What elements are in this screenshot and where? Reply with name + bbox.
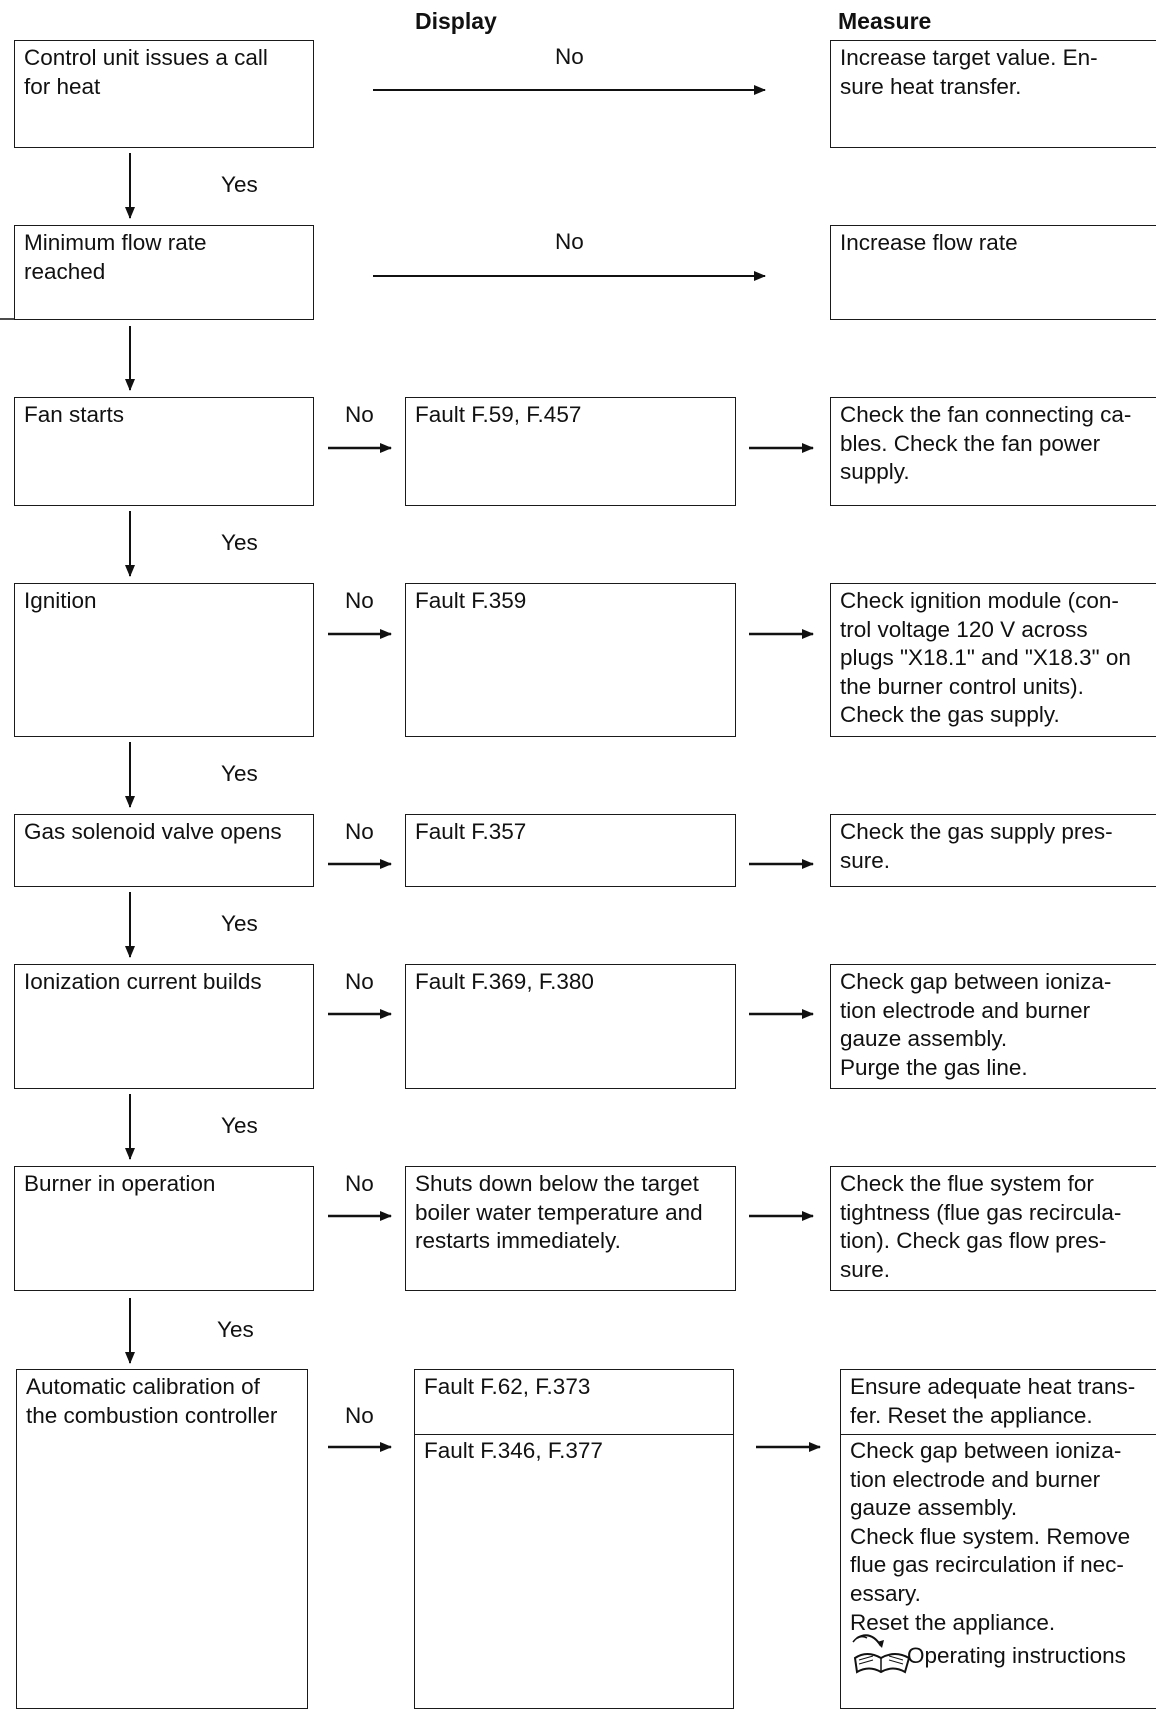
operating-instructions-reference: Operating instructions — [851, 1632, 1151, 1676]
display-ionization-current: Fault F.369, F.380 — [405, 964, 736, 1089]
step-burner-in-operation: Burner in operation — [14, 1166, 314, 1291]
measure-burner-in-operation: Check the flue system for tightness (flu… — [830, 1166, 1156, 1291]
measure-check-gap-flue: Check gap between ioniza- tion electrode… — [850, 1438, 1131, 1635]
no-label-4: No — [345, 588, 374, 613]
display-burner-in-operation: Shuts down below the target boiler water… — [405, 1166, 736, 1291]
step-ignition: Ignition — [14, 583, 314, 737]
no-label-6: No — [345, 969, 374, 994]
measure-fan-starts: Check the fan connecting ca- bles. Check… — [830, 397, 1156, 506]
measure-gas-valve-opens: Check the gas supply pres- sure. — [830, 814, 1156, 887]
yes-label-4: Yes — [221, 911, 258, 936]
open-book-icon — [852, 1634, 911, 1674]
measure-call-for-heat: Increase target value. En- sure heat tra… — [830, 40, 1156, 148]
display-column-header: Display — [415, 8, 497, 34]
no-label-1: No — [555, 44, 584, 69]
step-call-for-heat: Control unit issues a call for heat — [14, 40, 314, 148]
no-label-8: No — [345, 1403, 374, 1428]
measure-ignition: Check ignition module (con- trol voltage… — [830, 583, 1156, 737]
display-ignition: Fault F.359 — [405, 583, 736, 737]
step-fan-starts: Fan starts — [14, 397, 314, 506]
measure-min-flow-rate: Increase flow rate — [830, 225, 1156, 320]
step-auto-calibration: Automatic calibration of the combustion … — [16, 1369, 308, 1709]
measure-heat-transfer-reset: Ensure adequate heat trans- fer. Reset t… — [850, 1374, 1136, 1428]
no-label-2: No — [555, 229, 584, 254]
display-fault-f346-f377: Fault F.346, F.377 — [424, 1438, 603, 1463]
display-gas-valve-opens: Fault F.357 — [405, 814, 736, 887]
display-fault-f62-f373: Fault F.62, F.373 — [424, 1374, 591, 1399]
yes-label-3: Yes — [221, 761, 258, 786]
no-label-7: No — [345, 1171, 374, 1196]
no-label-3: No — [345, 402, 374, 427]
step-min-flow-rate: Minimum flow rate reached — [14, 225, 314, 320]
no-label-5: No — [345, 819, 374, 844]
step-ionization-current: Ionization current builds — [14, 964, 314, 1089]
display-divider — [415, 1434, 733, 1435]
yes-label-5: Yes — [221, 1113, 258, 1138]
yes-label-6: Yes — [217, 1317, 254, 1342]
measure-auto-calibration: Ensure adequate heat trans- fer. Reset t… — [840, 1369, 1156, 1709]
yes-label-1: Yes — [221, 172, 258, 197]
step-gas-valve-opens: Gas solenoid valve opens — [14, 814, 314, 887]
measure-column-header: Measure — [838, 8, 932, 34]
operating-instructions-label: Operating instructions — [907, 1643, 1126, 1668]
display-auto-calibration: Fault F.62, F.373 Fault F.346, F.377 — [414, 1369, 734, 1709]
display-fan-starts: Fault F.59, F.457 — [405, 397, 736, 506]
yes-label-2: Yes — [221, 530, 258, 555]
measure-ionization-current: Check gap between ioniza- tion electrode… — [830, 964, 1156, 1089]
measure-divider — [841, 1434, 1156, 1435]
